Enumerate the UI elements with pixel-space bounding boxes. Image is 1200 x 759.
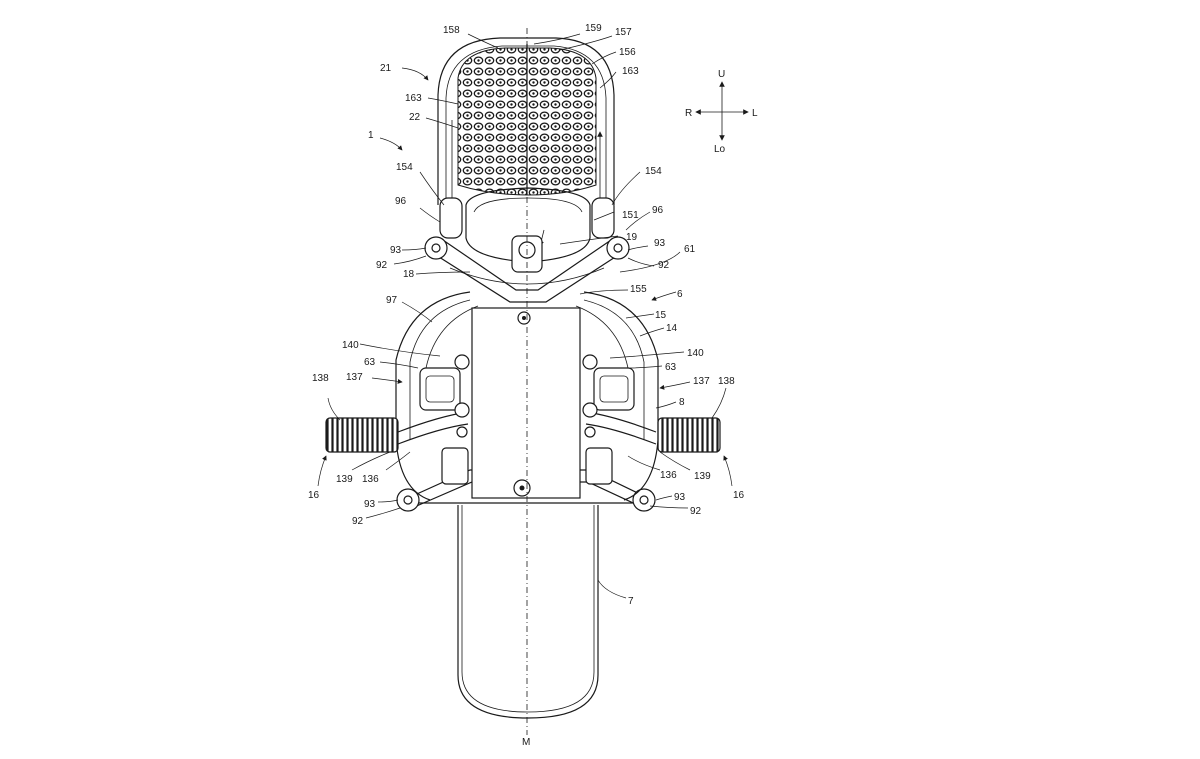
ref-63-right: 63 [665, 362, 677, 373]
centerline-label: M [522, 737, 530, 748]
ref-158: 158 [443, 25, 460, 36]
ref-159: 159 [585, 23, 602, 34]
ref-63-left: 63 [364, 357, 376, 368]
ref-16-right: 16 [733, 490, 745, 501]
direction-right-label: R [685, 108, 692, 119]
ref-21: 21 [380, 63, 392, 74]
footrest-right [657, 417, 721, 453]
seat-21 [437, 37, 615, 273]
footrest-left [325, 417, 399, 453]
ref-96-left: 96 [395, 196, 407, 207]
ref-140-right: 140 [687, 348, 704, 359]
direction-left-label: L [752, 108, 758, 119]
ref-154-right: 154 [645, 166, 662, 177]
ref-136-left: 136 [362, 474, 379, 485]
ref-22: 22 [409, 112, 421, 123]
ref-157: 157 [615, 27, 632, 38]
ref-163-right: 163 [622, 66, 639, 77]
ref-93-lower-left: 93 [364, 499, 376, 510]
side-fairing [395, 291, 659, 501]
ref-154-left: 154 [396, 162, 413, 173]
ref-151: 151 [622, 210, 639, 221]
central-box-6 [471, 307, 581, 499]
hub-left [397, 354, 470, 485]
ref-138-right: 138 [718, 376, 735, 387]
ref-7: 7 [628, 596, 634, 607]
ref-155: 155 [630, 284, 647, 295]
ref-18: 18 [403, 269, 415, 280]
ref-14: 14 [666, 323, 678, 334]
ref-93-upper-right: 93 [654, 238, 666, 249]
ref-92-upper-left: 92 [376, 260, 388, 271]
ref-1: 1 [368, 130, 374, 141]
orientation-indicator: U Lo R L [685, 69, 758, 155]
ref-92-upper-right: 92 [658, 260, 670, 271]
ref-92-lower-right: 92 [690, 506, 702, 517]
ref-61: 61 [684, 244, 696, 255]
hub-right [582, 354, 657, 485]
ref-137-left: 137 [346, 372, 363, 383]
leader-lines [317, 33, 733, 599]
ref-156: 156 [619, 47, 636, 58]
ref-15: 15 [655, 310, 667, 321]
ref-96-right: 96 [652, 205, 664, 216]
frame-arms [396, 236, 656, 512]
ref-8: 8 [679, 397, 685, 408]
ref-93-lower-right: 93 [674, 492, 686, 503]
ref-6: 6 [677, 289, 683, 300]
ref-19: 19 [626, 232, 638, 243]
direction-up-label: U [718, 69, 725, 80]
ref-97: 97 [386, 295, 398, 306]
ref-139-right: 139 [694, 471, 711, 482]
reference-numerals: 158 159 157 156 163 21 163 22 1 154 154 … [308, 23, 745, 607]
ref-139-left: 139 [336, 474, 353, 485]
ref-137-right: 137 [693, 376, 710, 387]
ref-92-lower-left: 92 [352, 516, 364, 527]
direction-down-label: Lo [714, 144, 726, 155]
ref-93-upper-left: 93 [390, 245, 402, 256]
ref-163-left: 163 [405, 93, 422, 104]
ref-138-left: 138 [312, 373, 329, 384]
ref-140-left: 140 [342, 340, 359, 351]
wheel-7 [457, 505, 599, 719]
ref-16-left: 16 [308, 490, 320, 501]
ref-136-right: 136 [660, 470, 677, 481]
